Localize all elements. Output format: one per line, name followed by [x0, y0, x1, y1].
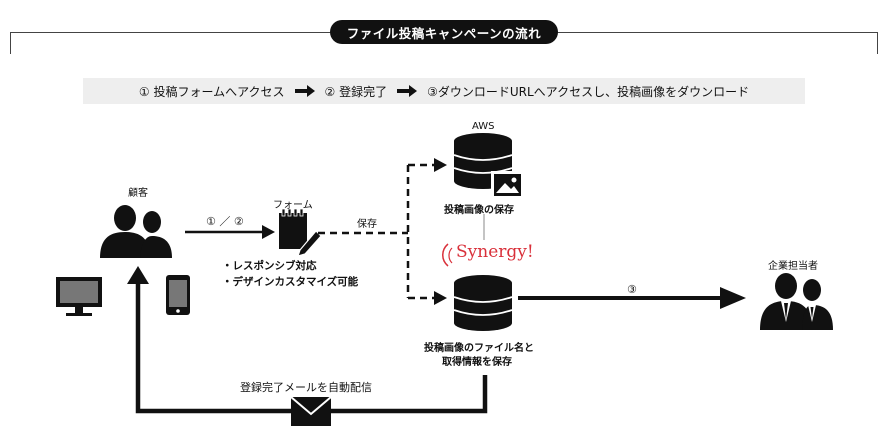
step-2: ② 登録完了 — [324, 84, 388, 99]
frame-top-right — [556, 32, 878, 33]
synergy-logo-mark — [442, 243, 453, 267]
feature-item: ・レスポンシブ対応 — [222, 260, 317, 272]
users-icon — [100, 205, 172, 258]
notepad-pen-icon — [279, 208, 322, 257]
feature-item: ・デザインカスタマイズ可能 — [222, 276, 359, 288]
steps-bar: ① 投稿フォームへアクセス ② 登録完了 ③ダウンロードURLへアクセスし、投稿… — [83, 78, 805, 104]
synergy-logo: Synergy! — [456, 242, 534, 262]
mail-icon — [290, 396, 332, 426]
customer-label: 顧客 — [128, 188, 148, 199]
frame-top-left — [10, 32, 332, 33]
arrow-right-icon — [397, 85, 418, 97]
form-label: フォーム — [273, 200, 313, 211]
db-caption-line1: 投稿画像のファイル名と — [424, 343, 534, 354]
form-features: ・レスポンシブ対応 ・デザインカスタマイズ可能 — [222, 258, 358, 290]
email-label: 登録完了メールを自動配信 — [240, 381, 372, 394]
step-1: ① 投稿フォームへアクセス — [138, 84, 285, 99]
staff-label: 企業担当者 — [768, 261, 818, 272]
frame-left — [10, 32, 11, 54]
monitor-icon — [56, 277, 102, 316]
step-3: ③ダウンロードURLへアクセスし、投稿画像をダウンロード — [427, 84, 750, 99]
aws-caption: 投稿画像の保存 — [444, 205, 514, 216]
page-title: ファイル投稿キャンペーンの流れ — [330, 20, 558, 44]
arrow-right-icon — [294, 85, 315, 97]
aws-label: AWS — [472, 121, 495, 132]
flow-label-3: ③ — [627, 283, 637, 296]
frame-right — [877, 32, 878, 54]
business-users-icon — [760, 273, 833, 330]
db-caption-line2: 取得情報を保存 — [442, 357, 512, 368]
image-icon — [491, 171, 523, 198]
smartphone-icon — [166, 275, 190, 315]
save-label: 保存 — [357, 219, 377, 230]
database-icon — [453, 275, 513, 331]
flow-label-1-2: ① ／ ② — [206, 215, 244, 228]
